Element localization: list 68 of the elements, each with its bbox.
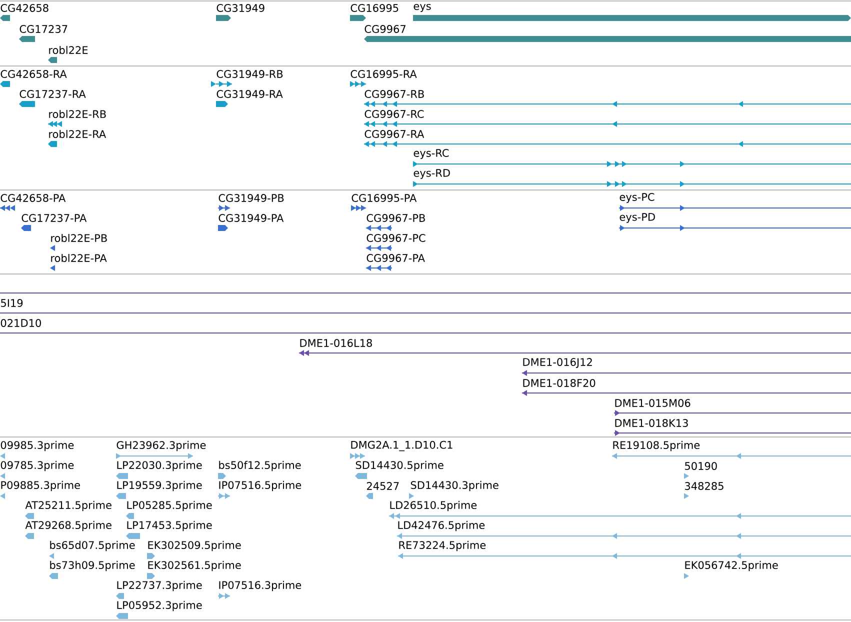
feature-label: CG42658-PA — [0, 194, 66, 202]
feature-label: EK302561.5prime — [148, 560, 241, 572]
feature-label: CG17237-RA — [20, 90, 86, 98]
feature-label: CG31949 — [216, 4, 264, 12]
feature-label: 50190 — [685, 462, 717, 470]
feature-label: DMG2A.1_1.D10.C1 — [351, 440, 452, 452]
feature-label: LP22030.3prime — [117, 460, 202, 472]
feature-label: CG42658 — [0, 4, 48, 12]
feature-label: robl22E-PB — [51, 234, 107, 242]
feature-label: CG9967 — [364, 25, 406, 33]
feature-label: IP07516.3prime — [219, 580, 302, 592]
feature-label: CG42658-RA — [0, 70, 67, 78]
feature-label: DME1-016L18 — [300, 339, 372, 347]
feature-label: 021D10 — [0, 319, 41, 327]
feature-label: eys-PC — [620, 193, 654, 203]
feature-label: CG16995-PA — [352, 194, 417, 202]
feature-label: IP07516.5prime — [219, 480, 302, 492]
feature-label: DME1-016J12 — [523, 358, 592, 368]
feature-label: CG9967-RC — [364, 110, 424, 118]
feature-label: robl22E-RA — [49, 130, 106, 138]
feature-label: CG31949-RA — [216, 90, 283, 98]
feature-label: P09885.3prime — [1, 480, 80, 492]
feature-label: LP19559.3prime — [117, 480, 202, 492]
feature-label: 09785.3prime — [0, 460, 74, 472]
feature-label: CG16995 — [350, 4, 398, 12]
feature-label: robl22E — [49, 46, 88, 54]
feature-label: CG17237 — [20, 25, 68, 33]
feature-label: CG16995-RA — [350, 70, 417, 78]
feature-label: LD26510.5prime — [390, 500, 477, 512]
feature-label: CG31949-PA — [218, 214, 284, 222]
feature-label: CG9967-RB — [364, 90, 424, 98]
feature-label: LD42476.5prime — [398, 520, 485, 532]
feature-label: bs65d07.5prime — [50, 540, 135, 552]
feature-label: DME1-018F20 — [523, 379, 596, 387]
feature-label: EK056742.5prime — [685, 560, 778, 572]
feature-label: AT29268.5prime — [25, 520, 112, 532]
feature-label: eys-RD — [414, 169, 450, 179]
feature-label: SD14430.5prime — [356, 460, 444, 472]
feature-label: GH23962.3prime — [116, 440, 206, 452]
feature-label: CG9967-RA — [364, 130, 424, 138]
feature-label: CG31949-RB — [216, 70, 283, 78]
feature-label: RE19108.5prime — [613, 440, 700, 452]
feature-label: 348285 — [685, 482, 724, 490]
feature-label: eys-PD — [620, 213, 655, 223]
feature-label: LP05952.3prime — [117, 600, 202, 612]
feature-label: 24527 — [366, 482, 399, 490]
feature-label: bs50f12.5prime — [219, 460, 301, 472]
feature-label: robl22E-PA — [51, 254, 107, 262]
feature-label: LP22737.3prime — [117, 580, 202, 592]
feature-label: SD14430.3prime — [410, 480, 498, 492]
feature-label: RE73224.5prime — [399, 540, 486, 552]
feature-label: LP05285.5prime — [127, 500, 212, 512]
feature-label: CG9967-PC — [366, 234, 426, 242]
feature-label: CG9967-PA — [366, 254, 425, 262]
feature-label: AT25211.5prime — [25, 500, 112, 512]
feature-label: CG9967-PB — [366, 214, 425, 222]
feature-label: LP17453.5prime — [127, 520, 212, 532]
feature-label: 5I19 — [1, 299, 23, 307]
feature-label: bs73h09.5prime — [50, 560, 135, 572]
feature-label: 09985.3prime — [0, 440, 74, 452]
feature-label: CG31949-PB — [218, 194, 284, 202]
feature-label: CG17237-PA — [22, 214, 87, 222]
feature-label: eys — [414, 4, 431, 12]
feature-label: DME1-018K13 — [615, 419, 688, 427]
feature-label: robl22E-RB — [49, 110, 106, 118]
feature-label: eys-RC — [414, 149, 449, 159]
feature-label: EK302509.5prime — [148, 540, 241, 552]
feature-label: DME1-015M06 — [615, 399, 690, 407]
